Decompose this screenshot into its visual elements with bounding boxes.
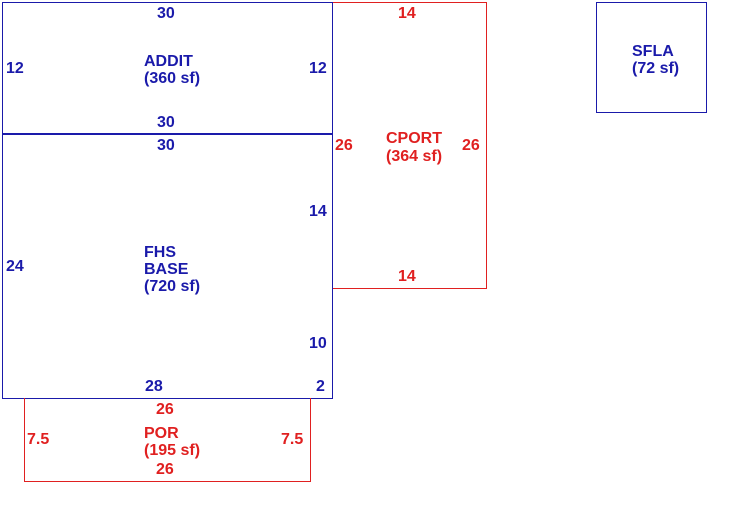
cport-bottom-dimension: 14 bbox=[398, 268, 416, 285]
base-name-label-line1: FHS bbox=[144, 244, 176, 261]
addit-right-dimension: 12 bbox=[309, 60, 327, 77]
base-bottom-dimension: 28 bbox=[145, 378, 163, 395]
base-left-dimension: 24 bbox=[6, 258, 24, 275]
addit-top-dimension: 30 bbox=[157, 5, 175, 22]
cport-left-dimension: 26 bbox=[335, 137, 353, 154]
sfla-name-label: SFLA bbox=[632, 43, 674, 60]
por-name-label: POR bbox=[144, 425, 179, 442]
cport-top-dimension: 14 bbox=[398, 5, 416, 22]
addit-bottom-dimension: 30 bbox=[157, 114, 175, 131]
cport-area-label: (364 sf) bbox=[386, 148, 443, 165]
por-area-label: (195 sf) bbox=[144, 442, 201, 459]
por-right-dimension: 7.5 bbox=[281, 431, 304, 448]
por-top-dimension: 26 bbox=[156, 401, 174, 418]
cport-right-dimension: 26 bbox=[462, 137, 480, 154]
addit-area bbox=[2, 2, 333, 135]
addit-left-dimension: 12 bbox=[6, 60, 24, 77]
addit-name-label: ADDIT bbox=[144, 53, 193, 70]
cport-name-label: CPORT bbox=[386, 130, 442, 147]
base-right-lower-dimension: 10 bbox=[309, 335, 327, 352]
base-area-label: (720 sf) bbox=[144, 278, 201, 295]
cport-area bbox=[333, 2, 487, 289]
base-area bbox=[2, 133, 333, 399]
base-top-dimension: 30 bbox=[157, 137, 175, 154]
base-name-label-line2: BASE bbox=[144, 261, 189, 278]
por-left-dimension: 7.5 bbox=[27, 431, 50, 448]
sfla-area-label: (72 sf) bbox=[632, 60, 680, 77]
addit-area-label: (360 sf) bbox=[144, 70, 201, 87]
sfla-area bbox=[596, 2, 707, 113]
base-right-upper-dimension: 14 bbox=[309, 203, 327, 220]
por-area bbox=[24, 398, 311, 482]
por-bottom-dimension: 26 bbox=[156, 461, 174, 478]
base-bottom-right-dimension: 2 bbox=[316, 378, 325, 395]
